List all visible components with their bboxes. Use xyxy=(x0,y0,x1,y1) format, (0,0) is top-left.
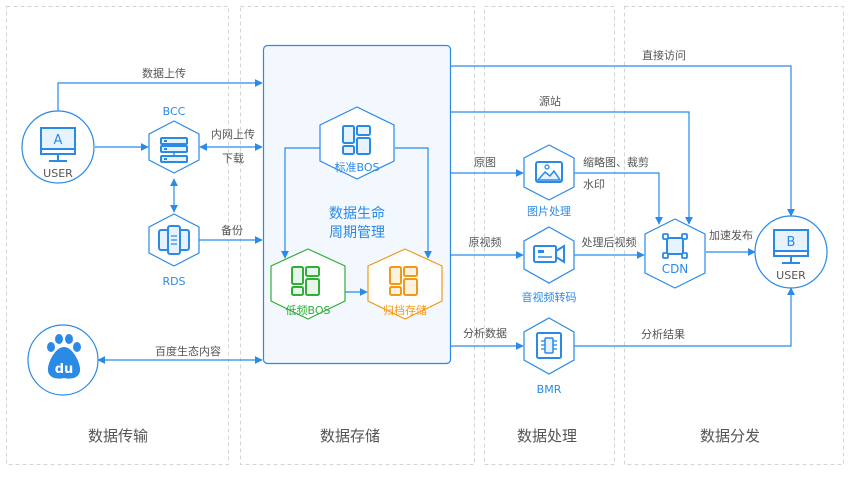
column-transfer-box xyxy=(6,6,229,465)
node-bmr[interactable]: BMR xyxy=(523,317,575,396)
archive-label: 归档存储 xyxy=(383,303,427,317)
video-transcode-label: 音视频转码 xyxy=(522,290,577,304)
edge-label-analysis-result: 分析结果 xyxy=(641,327,685,341)
user-a-label: USER xyxy=(43,167,73,180)
cdn-label: CDN xyxy=(662,262,689,276)
edge-std-to-lowfreq xyxy=(281,147,320,259)
user-b-label: USER xyxy=(776,269,806,282)
edge-label-analysis-data: 分析数据 xyxy=(463,326,507,340)
column-processing-box xyxy=(484,6,615,465)
image-processing-label: 图片处理 xyxy=(527,205,571,218)
edge-label-direct-access: 直接访问 xyxy=(642,48,686,62)
monitor-icon xyxy=(773,229,809,264)
column-label-storage: 数据存储 xyxy=(320,427,380,445)
baidu-paw-icon xyxy=(47,334,81,379)
edge-origin xyxy=(451,111,693,225)
archive-icon xyxy=(389,266,418,296)
database-icon xyxy=(158,225,190,255)
edge-label-backup: 备份 xyxy=(221,223,243,237)
standard-bos-label: 标准BOS xyxy=(335,160,380,174)
node-low-freq-bos[interactable]: 低频BOS xyxy=(270,248,346,320)
edge-label-original-video: 原视频 xyxy=(469,235,502,249)
column-distribution-box xyxy=(624,6,844,465)
lifecycle-line1: 数据生命 xyxy=(329,205,385,222)
server-icon xyxy=(160,137,188,163)
user-b-letter: B xyxy=(787,235,796,250)
video-camera-icon xyxy=(533,244,565,264)
bos-grid-icon xyxy=(342,125,371,155)
node-user-b[interactable]: B USER xyxy=(754,215,828,289)
edge-label-download: 下载 xyxy=(222,152,244,165)
edge-std-to-archive xyxy=(395,147,432,259)
node-cdn[interactable]: CDN xyxy=(644,218,706,289)
node-standard-bos[interactable]: 标准BOS xyxy=(319,106,395,180)
edge-label-origin: 源站 xyxy=(539,94,561,108)
image-icon xyxy=(535,161,563,183)
bmr-label: BMR xyxy=(537,383,562,396)
node-rds[interactable]: RDS xyxy=(148,213,200,288)
user-a-letter: A xyxy=(54,133,63,148)
edge-label-processed-video: 处理后视频 xyxy=(582,235,637,249)
lifecycle-line2: 周期管理 xyxy=(329,225,385,241)
edge-label-upload: 数据上传 xyxy=(142,66,186,80)
column-label-transfer: 数据传输 xyxy=(88,427,148,445)
bcc-label: BCC xyxy=(163,105,186,118)
edge-label-original-image: 原图 xyxy=(474,156,496,169)
chip-icon xyxy=(536,332,562,359)
edge-analysis-result xyxy=(574,287,795,347)
node-baidu[interactable]: du xyxy=(27,324,99,396)
node-bcc[interactable]: BCC xyxy=(148,105,200,174)
edge-label-watermark: 水印 xyxy=(583,178,605,191)
node-archive-storage[interactable]: 归档存储 xyxy=(367,248,443,320)
edge-direct-access xyxy=(451,65,795,217)
cdn-network-icon xyxy=(662,233,688,259)
edge-label-intranet-upload: 内网上传 xyxy=(211,127,255,141)
node-video-transcode[interactable]: 音视频转码 xyxy=(522,226,577,304)
column-label-distribution: 数据分发 xyxy=(700,427,760,445)
edge-label-accelerate: 加速发布 xyxy=(709,228,753,242)
rds-label: RDS xyxy=(162,275,185,288)
low-freq-bos-icon xyxy=(291,266,320,296)
node-user-a[interactable]: A USER xyxy=(21,110,95,184)
edge-label-thumb-crop: 缩略图、裁剪 xyxy=(583,155,649,169)
monitor-icon xyxy=(40,127,76,162)
low-freq-bos-label: 低频BOS xyxy=(286,303,331,317)
baidu-du-text: du xyxy=(55,362,74,377)
column-storage-box xyxy=(240,6,475,465)
edge-image-to-cdn xyxy=(574,172,663,225)
edge-upload xyxy=(57,79,263,114)
node-image-processing[interactable]: 图片处理 xyxy=(523,144,575,218)
column-label-processing: 数据处理 xyxy=(517,427,577,445)
edge-label-baidu-content: 百度生态内容 xyxy=(155,344,221,358)
